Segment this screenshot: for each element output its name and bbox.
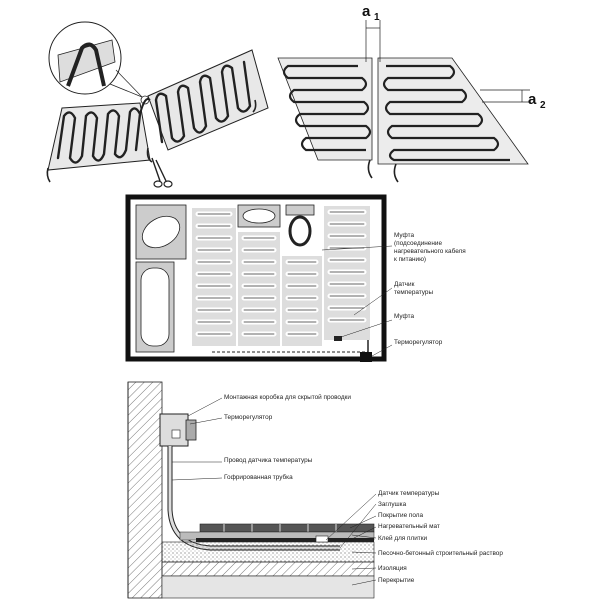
label-corrugated-tube: Гофрированная трубка [224,473,293,481]
label-tile-adhesive: Клей для плитки [378,534,428,542]
slab-layer [161,575,375,599]
label-floor-covering: Покрытие пола [378,512,424,519]
label-sensor-wire: Провод датчика температуры [224,457,313,464]
label-plug: Заглушка [378,501,407,508]
right-panel-cable [382,64,510,162]
label-coupling: Муфта [394,313,414,320]
label-heating-mat: Нагревательный мат [378,522,440,530]
label-junction-box: Монтажная коробка для скрытой проводки [224,393,351,401]
floor-covering-layer [199,523,375,533]
label-thermostat-plan: Терморегулятор [394,339,443,346]
thermostat-unit [185,419,197,441]
toilet-tank [285,204,315,216]
scissors-icon [151,157,173,188]
left-mat-cable [56,107,142,164]
heating-mat-layer [196,538,374,542]
left-panel-cable [282,64,372,152]
thermostat-box [360,352,372,362]
mat-spacing-illustration: a 1 a 2 [277,3,546,183]
label-coupling-power: Муфта (подсоединение нагревательного каб… [394,232,468,263]
right-mat-cable [154,60,252,144]
label-temp-sensor-section: Датчик температуры [378,490,440,497]
pitch-a2-index: 2 [540,100,546,111]
mat-cutting-illustration [46,21,269,188]
heating-cable-zones [192,206,370,346]
gap-a1-index: 1 [374,12,380,23]
gap-a1-label: a [362,3,371,20]
label-temp-sensor-plan: Датчик температуры [394,281,433,296]
wall [127,381,163,599]
mat-panel-left [277,57,373,161]
label-screed: Песочно-бетонный строительный раствор [378,549,503,557]
label-slab: Перекрытие [378,577,415,584]
insulation-layer [161,561,375,577]
floor-cross-section: Монтажная коробка для скрытой проводки Т… [127,381,503,599]
label-thermostat-section: Терморегулятор [224,414,273,421]
label-insulation: Изоляция [378,565,407,572]
coupling-box [334,336,342,341]
bathroom-floor-plan: Муфта (подсоединение нагревательного каб… [125,194,468,362]
pitch-a2-label: a [528,91,537,108]
